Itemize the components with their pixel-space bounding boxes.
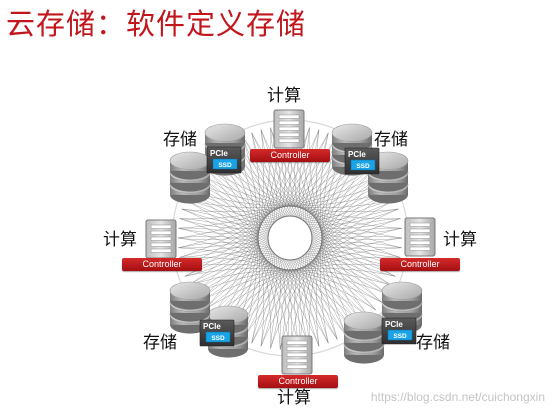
svg-text:PCIe: PCIe: [210, 149, 228, 158]
controller-bar-left: Controller: [122, 258, 202, 271]
controller-bar-top: Controller: [250, 149, 330, 162]
svg-text:SSD: SSD: [211, 335, 225, 342]
storage-label-top-right: 存储: [374, 130, 408, 150]
watermark: https://blog.csdn.net/cuichongxin: [370, 390, 545, 404]
controller-bar-bottom: Controller: [258, 375, 338, 388]
compute-server-top-icon: [273, 109, 305, 149]
svg-text:SSD: SSD: [218, 162, 232, 169]
storage-label-top-left: 存储: [163, 130, 197, 150]
svg-text:PCIe: PCIe: [385, 320, 403, 329]
compute-label-top: 计算: [267, 86, 301, 106]
compute-server-bottom-icon: [281, 335, 313, 375]
compute-label-left: 计算: [103, 230, 137, 250]
compute-label-right: 计算: [443, 230, 477, 250]
svg-text:SSD: SSD: [393, 333, 407, 340]
storage-label-bottom-right: 存储: [416, 333, 450, 353]
svg-text:PCIe: PCIe: [348, 150, 366, 159]
svg-text:PCIe: PCIe: [203, 322, 221, 331]
compute-label-bottom: 计算: [277, 388, 311, 408]
compute-server-left-icon: [145, 219, 177, 259]
page-title: 云存储：软件定义存储: [6, 7, 307, 41]
mesh-center: [267, 215, 313, 261]
compute-server-right-icon: [404, 217, 436, 257]
controller-bar-right: Controller: [380, 258, 460, 271]
storage-label-bottom-left: 存储: [143, 333, 177, 353]
svg-text:SSD: SSD: [356, 163, 370, 170]
